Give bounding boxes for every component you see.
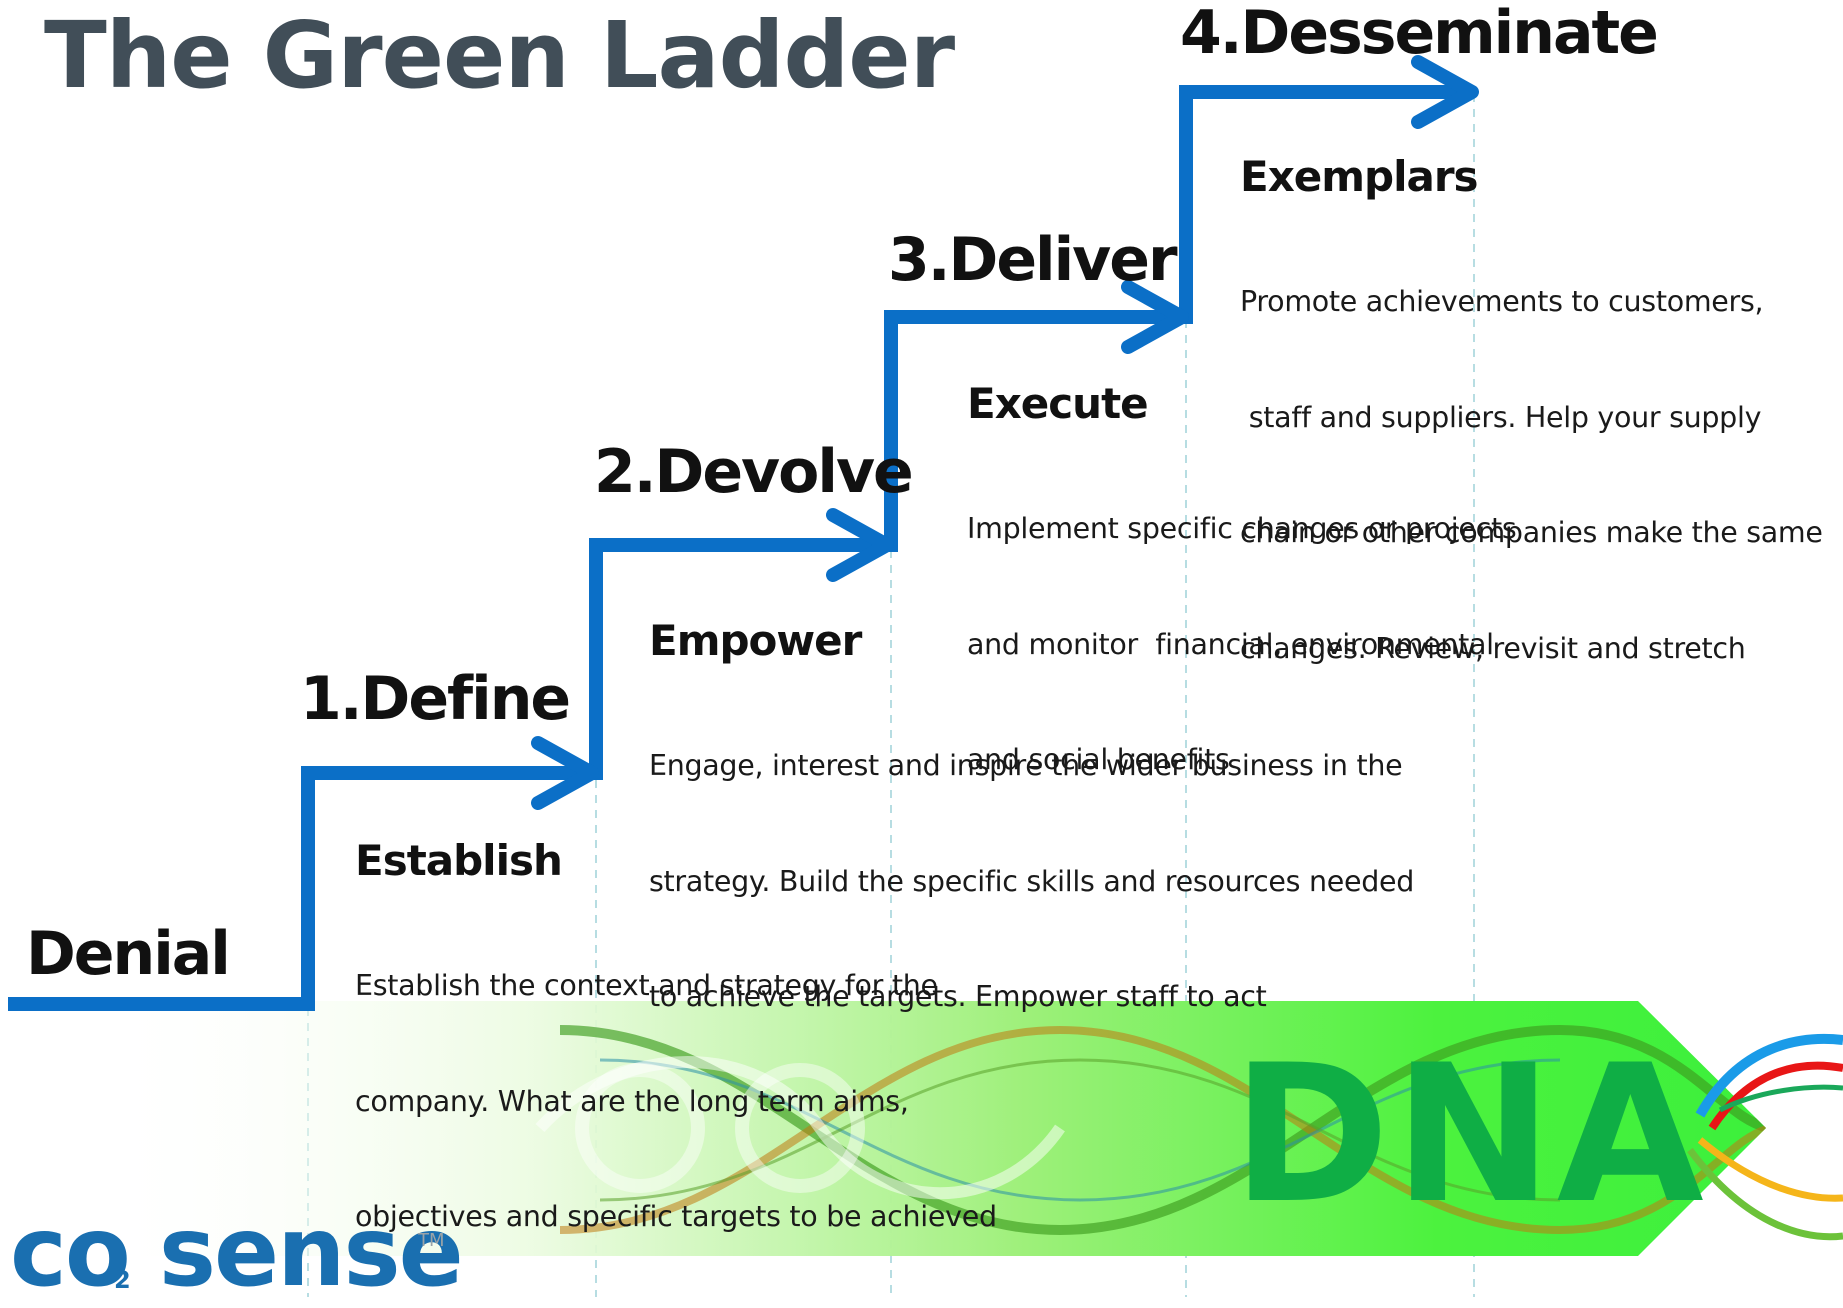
step-4-line-4: changes. Review, revisit and stretch — [1240, 631, 1746, 665]
step-heading-1: Establish — [355, 836, 563, 885]
stage-label-3: 3.Deliver — [888, 225, 1178, 295]
stage-label-1: 1.Define — [300, 664, 571, 734]
step-2-line-1: Engage, interest and inspire the wider b… — [649, 749, 1403, 782]
start-label: Denial — [26, 919, 231, 989]
step-4-line-3: chain or other companies make the same — [1240, 516, 1823, 549]
dna-label: DNA — [1232, 1024, 1708, 1245]
page-title: The Green Ladder — [44, 2, 955, 109]
step-arrow-1 — [531, 736, 599, 810]
logo-text-co: co — [10, 1196, 131, 1308]
step-3-line-3: and social benefits — [967, 743, 1230, 776]
step-heading-3: Execute — [967, 379, 1149, 428]
step-2-line-3: to achieve the targets. Empower staff to… — [649, 980, 1267, 1013]
step-3-line-1: Implement specific changes or projects — [967, 512, 1517, 545]
step-heading-2: Empower — [649, 616, 862, 665]
step-arrow-2 — [826, 508, 894, 582]
step-description-3: Implement specific changes or projects a… — [967, 433, 1517, 818]
step-description-2: Engage, interest and inspire the wider b… — [649, 670, 1414, 1055]
logo-trademark: TM — [418, 1230, 445, 1251]
logo-text-sense: sense — [158, 1196, 464, 1308]
step-4-line-2: staff and suppliers. Help your supply — [1240, 400, 1762, 434]
step-4-line-1: Promote achievements to customers, — [1240, 285, 1764, 318]
dna-rings-icon — [1687, 1033, 1843, 1241]
stage-label-2: 2.Devolve — [594, 437, 914, 507]
step-1-line-3: objectives and specific targets to be ac… — [355, 1200, 997, 1233]
stage-label-4: 4.Desseminate — [1180, 0, 1659, 68]
step-1-line-1: Establish the context and strategy for t… — [355, 969, 938, 1002]
dna-helix-icon — [535, 1024, 1766, 1236]
logo-subscript: 2 — [114, 1266, 131, 1294]
step-heading-4: Exemplars — [1240, 152, 1479, 201]
step-description-1: Establish the context and strategy for t… — [355, 890, 997, 1275]
ladder-step-path — [8, 85, 1470, 1011]
step-arrow-4 — [1411, 55, 1479, 129]
banner-arrow-shape — [120, 1001, 1766, 1256]
step-description-4: Promote achievements to customers, staff… — [1240, 206, 1823, 707]
step-arrow-3 — [1121, 280, 1189, 354]
step-2-line-2: strategy. Build the specific skills and … — [649, 864, 1415, 898]
step-1-line-2: company. What are the long term aims, — [355, 1084, 909, 1118]
step-3-line-2: and monitor financial, environmental — [967, 627, 1494, 661]
